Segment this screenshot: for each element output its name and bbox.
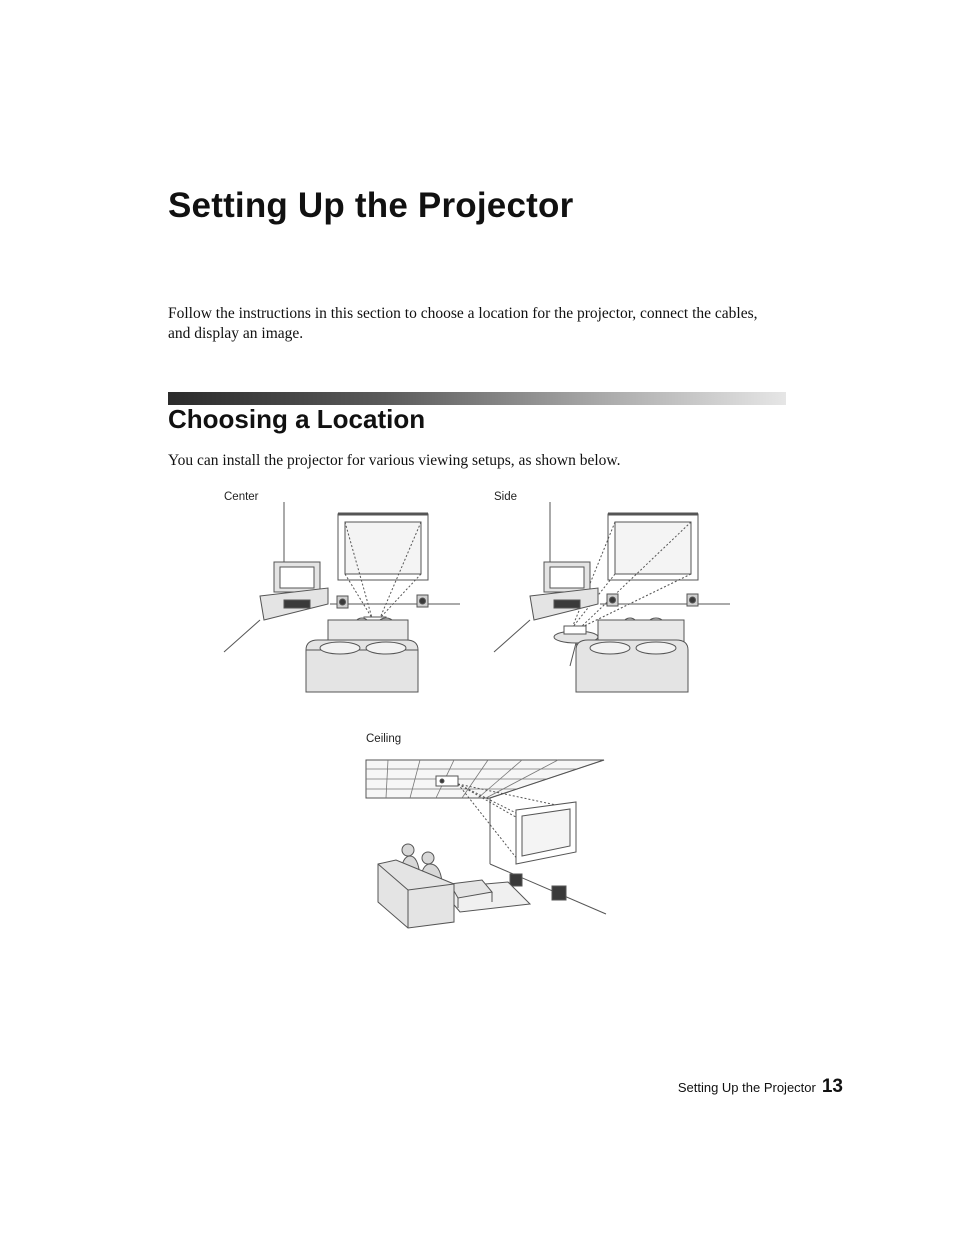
section-text: You can install the projector for variou… [168,452,621,469]
page-footer: Setting Up the Projector 13 [600,1076,843,1098]
section-title: Choosing a Location [168,404,426,434]
side-setup-illustration [493,502,730,693]
section-divider-bar [168,392,786,405]
center-setup-illustration [223,502,460,693]
intro-paragraph: Follow the instructions in this section … [168,305,758,342]
ceiling-label: Ceiling [366,733,402,745]
ceiling-setup-illustration [365,759,607,929]
footer-title: Setting Up the Projector [677,1080,816,1095]
side-label: Side [494,491,518,503]
center-label: Center [224,491,259,503]
page-title: Setting Up the Projector [168,186,574,225]
page-number: 13 [821,1076,843,1097]
